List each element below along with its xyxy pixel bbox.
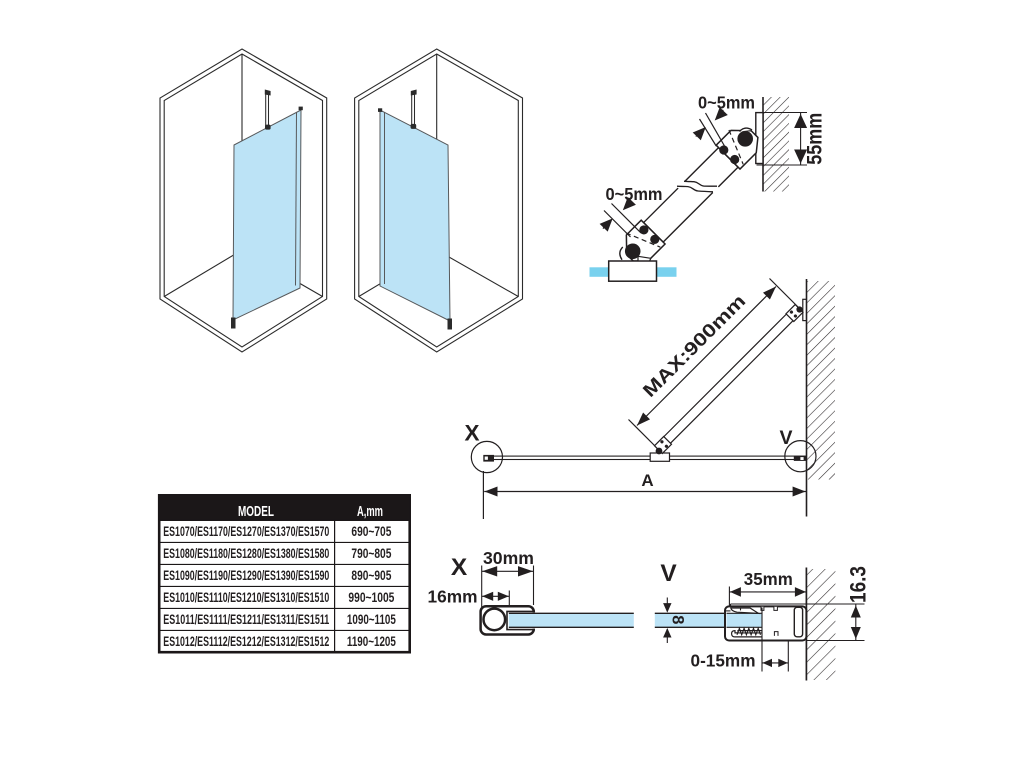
svg-text:990~1005: 990~1005: [348, 590, 394, 605]
svg-text:ES1070/ES1170/ES1270/ES1370/ES: ES1070/ES1170/ES1270/ES1370/ES1570: [163, 524, 329, 539]
svg-text:16mm: 16mm: [428, 587, 478, 607]
svg-text:V: V: [779, 427, 792, 449]
svg-text:ES1011/ES1111/ES1211/ES1311/ES: ES1011/ES1111/ES1211/ES1311/ES1511: [163, 612, 329, 627]
svg-text:8: 8: [669, 615, 687, 624]
svg-text:690~705: 690~705: [351, 524, 391, 539]
svg-text:16.3: 16.3: [845, 566, 870, 603]
svg-text:ES1080/ES1180/ES1280/ES1380/ES: ES1080/ES1180/ES1280/ES1380/ES1580: [163, 546, 329, 561]
svg-text:ES1090/ES1190/ES1290/ES1390/ES: ES1090/ES1190/ES1290/ES1390/ES1590: [163, 568, 329, 583]
svg-text:ES1012/ES1112/ES1212/ES1312/ES: ES1012/ES1112/ES1212/ES1312/ES1512: [163, 634, 329, 649]
svg-text:0~5mm: 0~5mm: [606, 184, 663, 204]
svg-text:V: V: [660, 560, 677, 587]
svg-text:A: A: [641, 471, 653, 490]
svg-text:ES1010/ES1110/ES1210/ES1310/ES: ES1010/ES1110/ES1210/ES1310/ES1510: [163, 590, 329, 605]
svg-text:A,mm: A,mm: [357, 504, 383, 520]
svg-text:890~905: 890~905: [351, 568, 391, 583]
svg-text:1190~1205: 1190~1205: [347, 634, 396, 649]
svg-text:0-15mm: 0-15mm: [691, 651, 756, 671]
svg-text:30mm: 30mm: [483, 548, 534, 568]
svg-text:X: X: [451, 554, 468, 581]
svg-text:790~805: 790~805: [351, 546, 391, 561]
svg-text:35mm: 35mm: [744, 569, 793, 589]
svg-text:MODEL: MODEL: [238, 504, 274, 520]
svg-text:X: X: [464, 421, 479, 446]
svg-text:0~5mm: 0~5mm: [698, 92, 755, 112]
svg-text:1090~1105: 1090~1105: [347, 612, 396, 627]
svg-text:55mm: 55mm: [804, 113, 827, 165]
